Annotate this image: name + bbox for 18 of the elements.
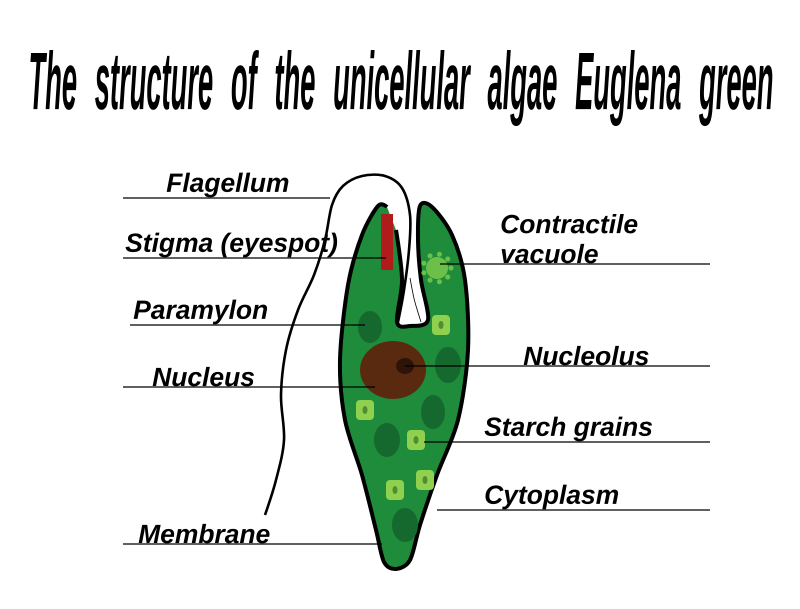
leader-line: [437, 509, 710, 511]
part-label: Nucleolus: [524, 346, 648, 366]
title: The structure of the unicellular algae Euglena green: [30, 50, 772, 126]
leader-line: [424, 441, 710, 443]
leader-line: [123, 543, 382, 545]
part-label: Cytoplasm: [486, 484, 618, 510]
part-label: Paramylon: [134, 300, 268, 324]
part-label: Contractile vacuole: [502, 214, 638, 264]
part-label: Starch grains: [484, 416, 652, 442]
part-label: Membrane: [138, 524, 270, 544]
leader-line: [440, 263, 710, 265]
leader-line: [123, 386, 375, 388]
leader-line: [123, 197, 330, 199]
leader-line: [405, 365, 710, 367]
part-label: Nucleus: [152, 366, 254, 386]
leader-line: [130, 324, 365, 326]
part-label: Flagellum: [166, 172, 288, 198]
leader-line: [123, 257, 386, 259]
